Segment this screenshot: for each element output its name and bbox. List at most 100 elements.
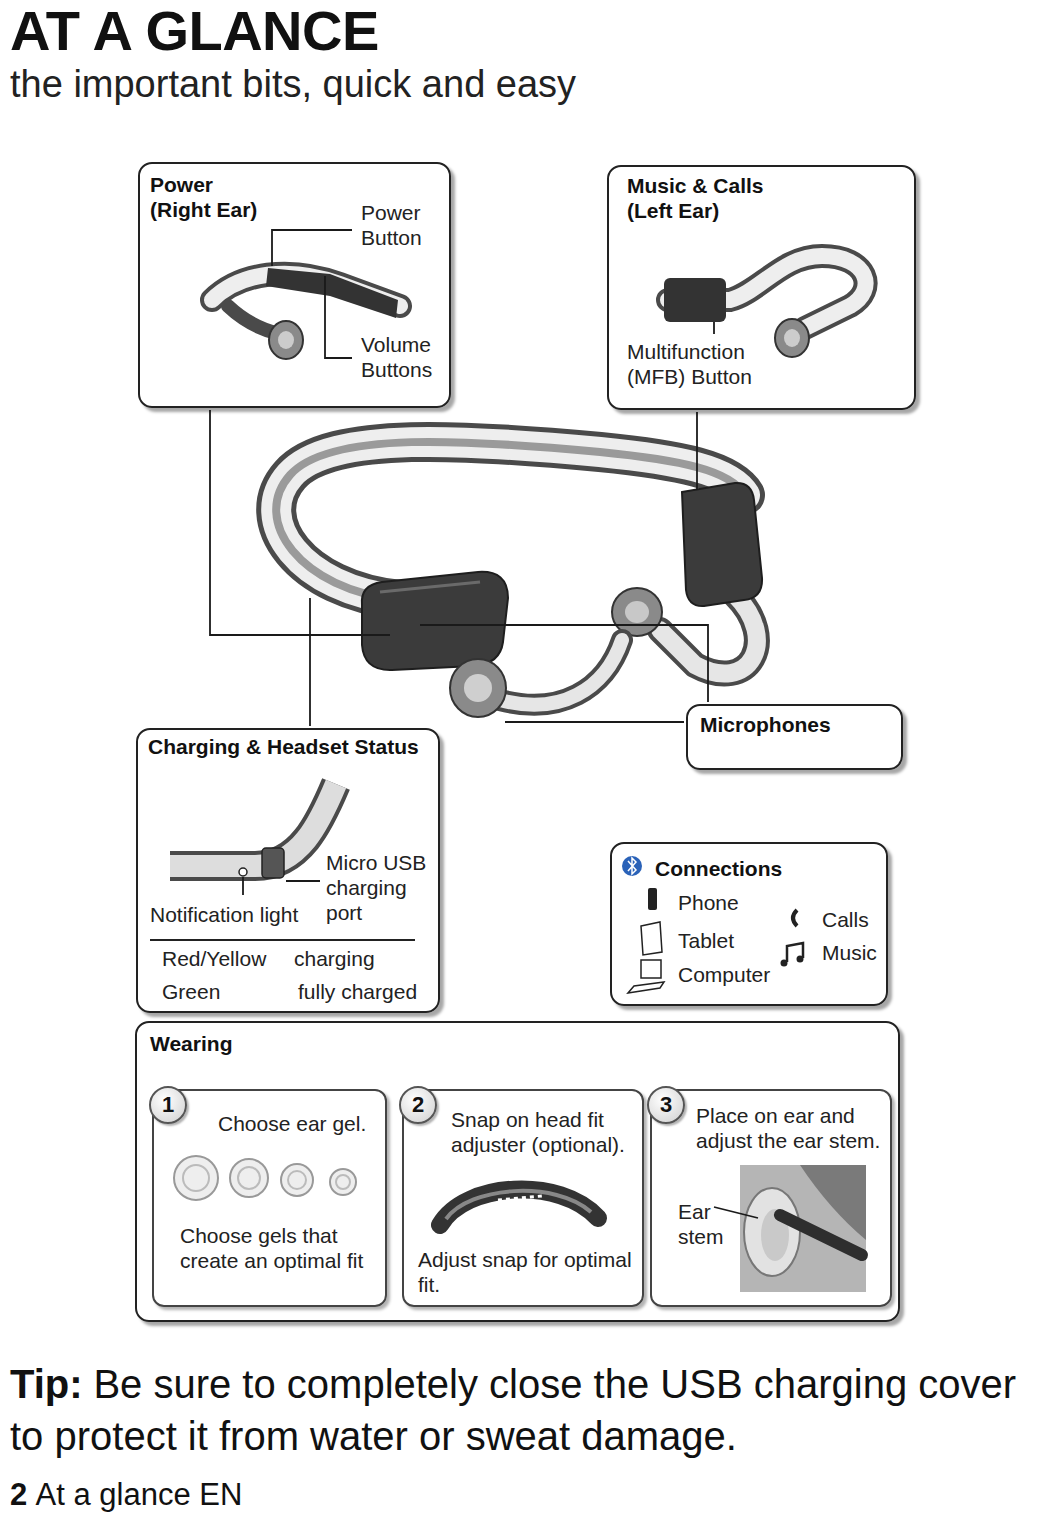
computer-base (628, 982, 664, 993)
leader-line (272, 230, 352, 266)
tip-line: Tip:Be sure to completely close the USB … (10, 1358, 1050, 1462)
connections-panel: ConnectionsPhoneTabletComputerCallsMusic (610, 842, 888, 1006)
panel-heading: Power (Right Ear) (150, 172, 275, 222)
part-label: Micro USB charging port (326, 850, 432, 926)
ear-gel (174, 1156, 218, 1200)
leader-line (420, 625, 708, 702)
leader-line (696, 412, 698, 490)
leader-line (713, 322, 715, 334)
ear-gel-inner (288, 1171, 306, 1189)
leader-line (210, 410, 390, 635)
music-icon-dot (797, 956, 804, 963)
part-label: fully charged (298, 979, 417, 1004)
button-panel (664, 278, 726, 322)
leader-line (242, 877, 244, 895)
part-label: Volume Buttons (361, 332, 443, 382)
worn-ear-stem (780, 1215, 862, 1255)
earbud-gel (625, 601, 649, 623)
part-label: Snap on head fit adjuster (optional). (451, 1107, 634, 1157)
ear-gel-inner (336, 1175, 350, 1189)
pod-highlight (380, 582, 480, 592)
notification-light (239, 868, 247, 876)
ear-gel-inner (238, 1167, 260, 1189)
subtitle: the important bits, quick and easy (10, 63, 576, 105)
panel-heading: Wearing (150, 1031, 232, 1056)
callout-number: 1 (149, 1086, 187, 1124)
control-pod (682, 483, 762, 606)
page-title: AT A GLANCE (10, 0, 379, 62)
earbud-gel (784, 329, 800, 347)
bluetooth-rune (628, 858, 636, 874)
call-icon (793, 910, 797, 926)
page-number: 2 (10, 1477, 27, 1512)
panel-heading: Music & Calls (Left Ear) (627, 173, 777, 223)
step-box: 1Choose ear gel. Choose gels that create … (152, 1089, 387, 1307)
part-label: Red/Yellow (162, 946, 266, 971)
earbud (775, 319, 809, 357)
neckband (276, 442, 745, 600)
part-label: charging (294, 946, 375, 971)
panel-heading: Connections (655, 856, 782, 881)
ear (744, 1188, 800, 1276)
part-panel: Power (Right Ear)Power ButtonVolume Butt… (138, 162, 451, 408)
button-panel (266, 268, 398, 318)
band-corner (170, 784, 336, 866)
leader-line (286, 880, 320, 882)
phone-icon (648, 888, 657, 910)
neckband-face (276, 442, 745, 600)
part-label: Choose gels that create an optimal fit (180, 1223, 375, 1273)
earbud (450, 659, 506, 717)
tip-lead: Tip: (10, 1362, 83, 1406)
ear-gel (281, 1164, 313, 1196)
bluetooth-icon (622, 856, 642, 876)
head-fit-adjuster (440, 1189, 598, 1225)
status-panel: Charging & Headset StatusMicro USB charg… (136, 728, 440, 1013)
earbud-gel (464, 674, 492, 702)
part-label: Notification light (150, 902, 298, 927)
part-label: Green (162, 979, 220, 1004)
step-box: 3 Place on ear and adjust the ear stem. Ea… (650, 1089, 892, 1307)
footer-text: At a glance EN (36, 1477, 243, 1512)
neckband-stripe (276, 442, 745, 600)
part-label: Calls (822, 907, 869, 932)
part-panel: Microphones (686, 704, 903, 770)
usb-cover (262, 848, 284, 878)
part-label: Multifunction (MFB) Button (627, 339, 765, 389)
computer-icon (641, 960, 661, 978)
foot-line: 2 At a glance EN (10, 1476, 710, 1513)
leader-line (325, 276, 352, 358)
music-icon-dot (781, 960, 788, 967)
earbud (269, 321, 303, 359)
adjuster-snaps (498, 1196, 542, 1200)
part-label: Computer (678, 962, 770, 987)
music-icon (787, 943, 803, 962)
earbud (612, 588, 662, 636)
part-label: Tablet (678, 928, 734, 953)
tip-text: Be sure to completely close the USB char… (10, 1362, 1016, 1458)
control-pod (362, 572, 508, 670)
ear-gel (330, 1169, 356, 1195)
panel-heading: Microphones (700, 712, 831, 737)
step-box: 2Snap on head fit adjuster (optional).Ad… (402, 1089, 644, 1307)
panel-heading: Charging & Headset Status (148, 734, 419, 759)
band-corner-face (170, 784, 336, 866)
part-panel: Music & Calls (Left Ear) Multifunction (M… (607, 165, 916, 410)
leader-line (309, 598, 311, 726)
sub-line: the important bits, quick and easy (10, 62, 1040, 108)
earbud-gel (278, 331, 294, 349)
part-label: Place on ear and adjust the ear stem. (696, 1103, 884, 1153)
ear-photo (740, 1165, 866, 1292)
ear-hook-face (500, 640, 622, 705)
part-label: Ear stem (678, 1199, 738, 1249)
leader-line (714, 1207, 758, 1218)
tablet-icon (641, 922, 662, 955)
part-label: Music (822, 940, 877, 965)
wearing-panel: Wearing 1Choose ear gel. Choose gels that … (135, 1021, 900, 1322)
ear-hook (500, 640, 622, 705)
adjuster-groove (446, 1191, 591, 1219)
part-label: Choose ear gel. (218, 1111, 366, 1136)
callout-number: 3 (647, 1086, 685, 1124)
